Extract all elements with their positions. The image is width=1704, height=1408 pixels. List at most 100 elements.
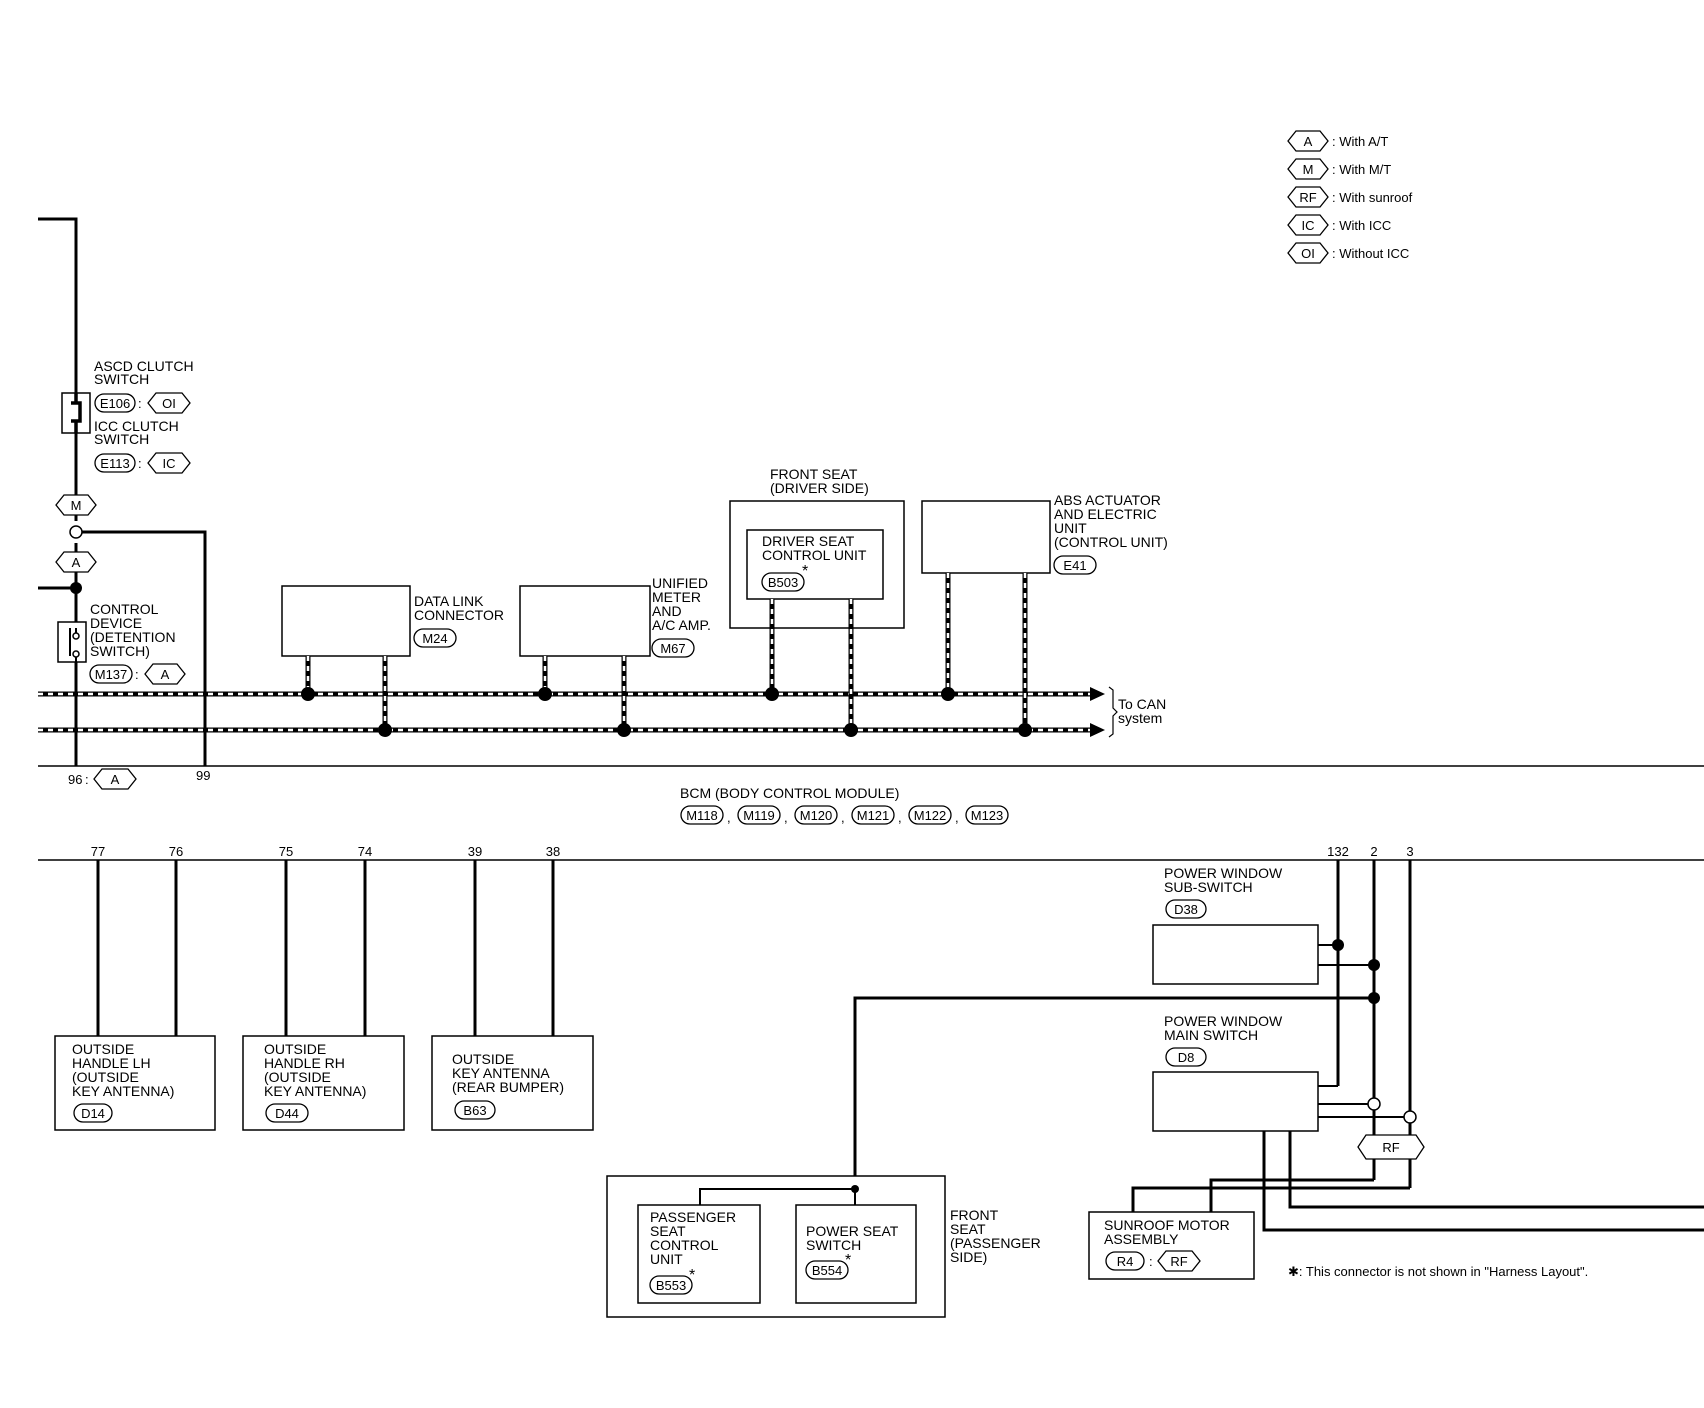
svg-text:AND ELECTRIC: AND ELECTRIC xyxy=(1054,506,1157,522)
svg-text::: : xyxy=(1149,1254,1153,1269)
svg-text:M24: M24 xyxy=(422,631,447,646)
connector-m67 xyxy=(651,638,695,658)
svg-text:ICC CLUTCH: ICC CLUTCH xyxy=(94,418,179,434)
svg-text:,: , xyxy=(898,810,902,825)
svg-text:A: A xyxy=(72,555,81,570)
svg-text:132: 132 xyxy=(1327,844,1349,859)
svg-text:,: , xyxy=(955,810,959,825)
rf-marker: RF xyxy=(1357,1134,1425,1160)
connector-d14 xyxy=(73,1103,113,1123)
outside-handle-rh: OUTSIDE HANDLE RH (OUTSIDE KEY ANTENNA) … xyxy=(242,860,405,1131)
svg-text:(PASSENGER: (PASSENGER xyxy=(950,1235,1041,1251)
svg-text:(CONTROL UNIT): (CONTROL UNIT) xyxy=(1054,534,1168,550)
svg-text:MAIN SWITCH: MAIN SWITCH xyxy=(1164,1027,1258,1043)
svg-text:UNIT: UNIT xyxy=(1054,520,1087,536)
svg-text:75: 75 xyxy=(279,844,293,859)
svg-text:SIDE): SIDE) xyxy=(950,1249,987,1265)
power-window-wiring xyxy=(1131,860,1704,1232)
svg-text:D38: D38 xyxy=(1174,902,1198,917)
svg-text:: Without ICC: : Without ICC xyxy=(1332,246,1409,261)
svg-text:KEY ANTENNA: KEY ANTENNA xyxy=(452,1065,550,1081)
outside-key-antenna-rear: OUTSIDE KEY ANTENNA (REAR BUMPER) B63 xyxy=(431,860,594,1131)
sunroof-motor-assembly: SUNROOF MOTOR ASSEMBLY R4 : RF xyxy=(1088,1211,1255,1280)
svg-text::: : xyxy=(85,772,89,787)
connector-d38 xyxy=(1165,899,1207,919)
svg-text:A: A xyxy=(111,772,120,787)
svg-text:OUTSIDE: OUTSIDE xyxy=(72,1041,134,1057)
svg-text:SWITCH): SWITCH) xyxy=(90,643,150,659)
svg-text:RF: RF xyxy=(1170,1254,1187,1269)
footnote: ✱: This connector is not shown in "Harne… xyxy=(1288,1264,1588,1279)
svg-text:IC: IC xyxy=(1302,218,1315,233)
svg-text:To CAN: To CAN xyxy=(1118,696,1166,712)
svg-text:D8: D8 xyxy=(1178,1050,1195,1065)
svg-text:A/C AMP.: A/C AMP. xyxy=(652,617,711,633)
svg-text:E41: E41 xyxy=(1063,558,1086,573)
connector-b503 xyxy=(761,572,805,592)
svg-text:UNIFIED: UNIFIED xyxy=(652,575,708,591)
unified-meter: UNIFIED METER AND A/C AMP. M67 xyxy=(519,575,711,737)
svg-text:PASSENGER: PASSENGER xyxy=(650,1209,736,1225)
svg-text:M67: M67 xyxy=(660,641,685,656)
bcm: 96 : A 99 BCM (BODY CONTROL MODULE) M118… xyxy=(38,765,1704,861)
legend-item-rf: RF : With sunroof xyxy=(1287,186,1413,208)
svg-text:(OUTSIDE: (OUTSIDE xyxy=(72,1069,139,1085)
svg-text:: With A/T: : With A/T xyxy=(1332,134,1388,149)
svg-text:: With M/T: : With M/T xyxy=(1332,162,1391,177)
svg-text:OUTSIDE: OUTSIDE xyxy=(264,1041,326,1057)
svg-text:A: A xyxy=(161,667,170,682)
connector-e113 xyxy=(94,453,136,473)
svg-text:ABS ACTUATOR: ABS ACTUATOR xyxy=(1054,492,1161,508)
connector-b554 xyxy=(805,1260,849,1280)
svg-text:SWITCH: SWITCH xyxy=(94,431,149,447)
svg-text:SWITCH: SWITCH xyxy=(806,1237,861,1253)
svg-text::: : xyxy=(135,667,139,682)
front-seat-driver: FRONT SEAT (DRIVER SIDE) DRIVER SEAT CON… xyxy=(729,466,905,737)
bcm-connectors: M118 , M119 , M120 , M121 , M122 , M123 xyxy=(680,805,1009,825)
connector-m137 xyxy=(89,664,133,684)
svg-text:E113: E113 xyxy=(100,456,129,471)
data-link-connector: DATA LINK CONNECTOR M24 xyxy=(281,585,504,737)
left-circuit xyxy=(38,217,207,766)
connector-m24 xyxy=(413,628,457,648)
legend-item-m: M : With M/T xyxy=(1287,158,1391,180)
svg-text:OUTSIDE: OUTSIDE xyxy=(452,1051,514,1067)
svg-text:M120: M120 xyxy=(800,808,833,823)
svg-text:(OUTSIDE: (OUTSIDE xyxy=(264,1069,331,1085)
svg-text:SUNROOF MOTOR: SUNROOF MOTOR xyxy=(1104,1217,1230,1233)
svg-text:*: * xyxy=(845,1252,851,1269)
svg-text:B553: B553 xyxy=(656,1278,686,1293)
svg-text:E106: E106 xyxy=(100,396,130,411)
svg-text:SEAT: SEAT xyxy=(950,1221,986,1237)
svg-text:: With ICC: : With ICC xyxy=(1332,218,1391,233)
connector-d44 xyxy=(265,1103,309,1123)
svg-text:M: M xyxy=(71,498,82,513)
connector-d8 xyxy=(1165,1047,1207,1067)
svg-text:POWER WINDOW: POWER WINDOW xyxy=(1164,865,1283,881)
svg-text:M123: M123 xyxy=(971,808,1004,823)
svg-text:RF: RF xyxy=(1382,1140,1399,1155)
svg-text:OI: OI xyxy=(1301,246,1315,261)
connector-e41 xyxy=(1053,555,1097,575)
power-window-main-switch: POWER WINDOW MAIN SWITCH D8 xyxy=(1152,1013,1319,1132)
svg-text:POWER WINDOW: POWER WINDOW xyxy=(1164,1013,1283,1029)
svg-text:SUB-SWITCH: SUB-SWITCH xyxy=(1164,879,1253,895)
svg-text:FRONT: FRONT xyxy=(950,1207,999,1223)
front-seat-passenger: FRONT SEAT (PASSENGER SIDE) PASSENGER SE… xyxy=(606,996,1374,1318)
svg-text:BCM (BODY CONTROL MODULE): BCM (BODY CONTROL MODULE) xyxy=(680,785,899,801)
connector-e106 xyxy=(94,393,136,413)
svg-text:M119: M119 xyxy=(743,808,775,823)
svg-text:74: 74 xyxy=(358,844,372,859)
svg-text:77: 77 xyxy=(91,844,105,859)
svg-text:,: , xyxy=(727,810,731,825)
svg-text:38: 38 xyxy=(546,844,560,859)
svg-text:CONTROL: CONTROL xyxy=(650,1237,719,1253)
svg-text:HANDLE LH: HANDLE LH xyxy=(72,1055,151,1071)
svg-text:POWER SEAT: POWER SEAT xyxy=(806,1223,899,1239)
svg-text:CONNECTOR: CONNECTOR xyxy=(414,607,504,623)
svg-text:KEY ANTENNA): KEY ANTENNA) xyxy=(264,1083,366,1099)
svg-text:SWITCH: SWITCH xyxy=(94,371,149,387)
abs-actuator: ABS ACTUATOR AND ELECTRIC UNIT (CONTROL … xyxy=(921,492,1168,737)
svg-text:*: * xyxy=(689,1267,695,1284)
